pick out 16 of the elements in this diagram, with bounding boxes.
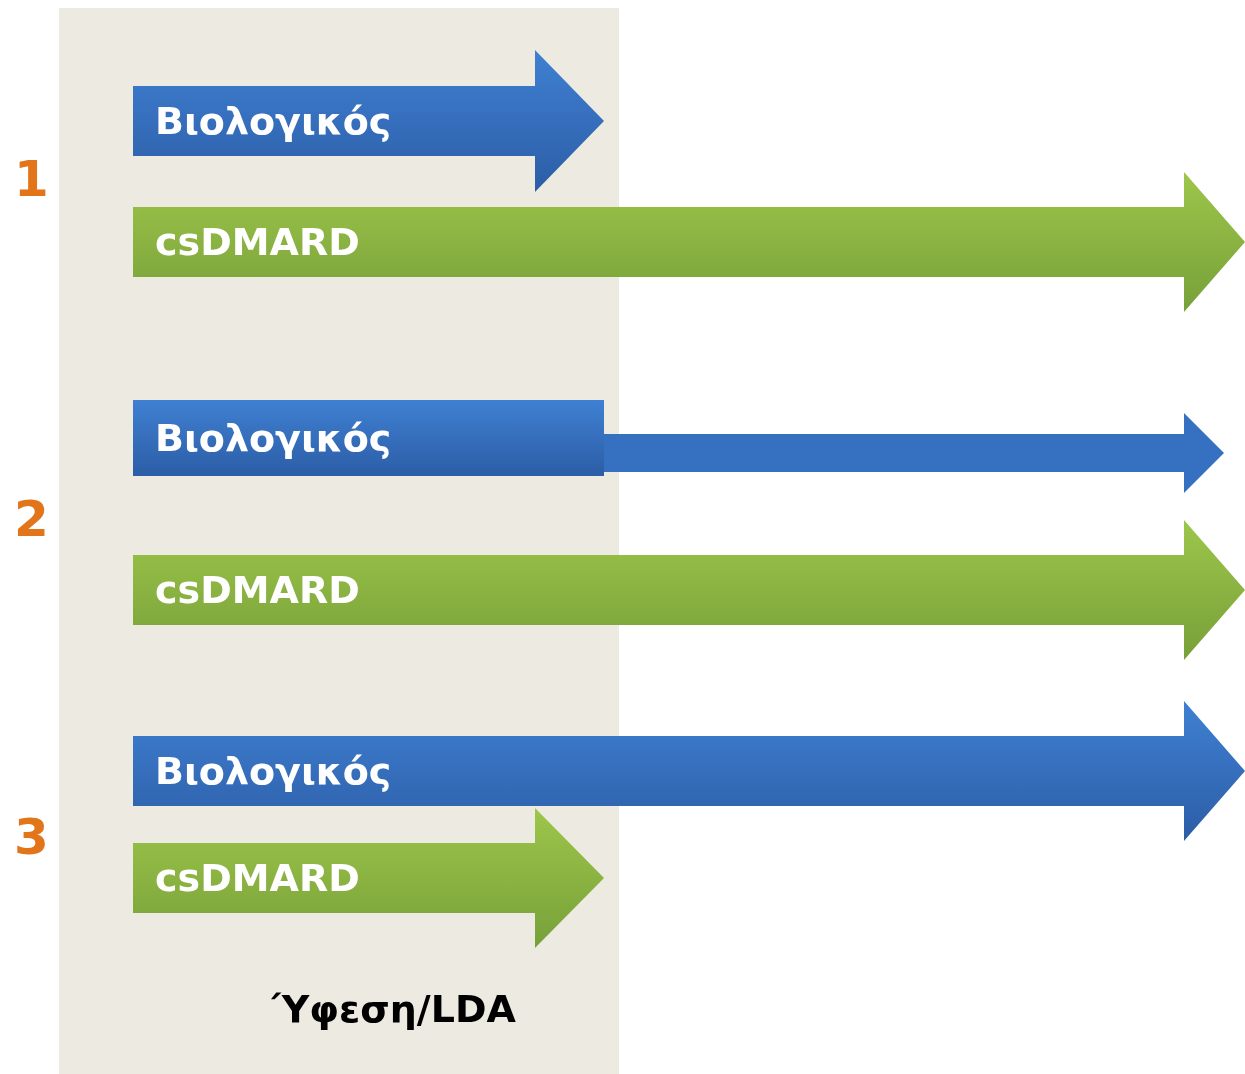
bar-label: csDMARD xyxy=(155,854,360,902)
row-number: 1 xyxy=(14,149,49,210)
biologic-bar xyxy=(133,400,1224,493)
band-label: Ύφεση/LDA xyxy=(272,986,516,1033)
csdmard-bar xyxy=(133,520,1245,660)
bar-label: Βιολογικός xyxy=(155,747,392,795)
bar-label: csDMARD xyxy=(155,566,360,614)
biologic-bar xyxy=(133,701,1245,841)
row-number: 2 xyxy=(14,489,49,550)
row-number: 3 xyxy=(14,807,49,868)
biologic-bar xyxy=(133,50,604,192)
bar-label: Βιολογικός xyxy=(155,414,392,462)
bar-label: csDMARD xyxy=(155,218,360,266)
csdmard-bar xyxy=(133,808,604,948)
csdmard-bar xyxy=(133,172,1245,312)
bar-label: Βιολογικός xyxy=(155,97,392,145)
